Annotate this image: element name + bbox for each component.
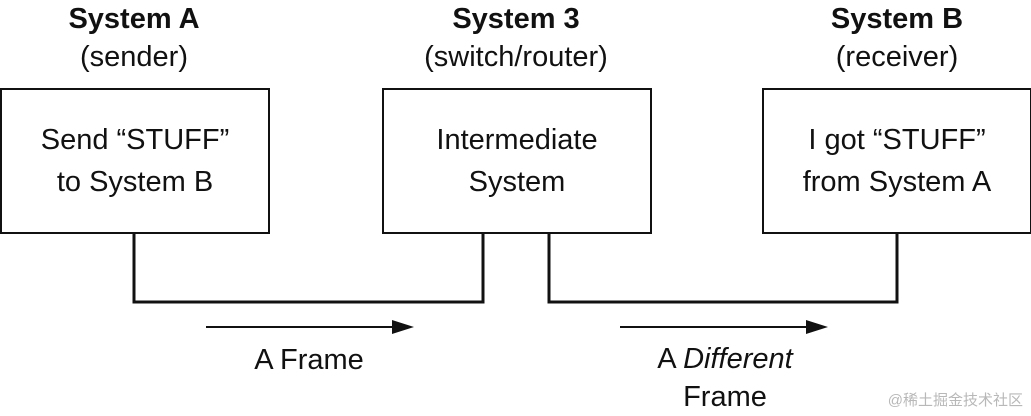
system-mid-title: System 3 <box>452 3 580 35</box>
link-a-to-mid <box>132 233 485 304</box>
system-a-title: System A <box>68 3 200 35</box>
arrow-a-frame <box>206 320 414 334</box>
watermark-text: @稀土掘金技术社区 <box>887 392 1023 409</box>
system-mid-text-line2: System <box>468 166 566 198</box>
different-frame-italic: Different <box>683 343 793 375</box>
arrow-different-frame <box>620 320 828 334</box>
system-a-text-line1: Send “STUFF” <box>40 124 230 156</box>
a-frame-label: A Frame <box>254 344 364 376</box>
system-b-text-line2: from System A <box>802 166 992 198</box>
system-b-title: System B <box>830 3 964 35</box>
different-frame-prefix: A <box>657 343 676 375</box>
system-b-role: (receiver) <box>835 41 959 73</box>
system-a-role: (sender) <box>80 41 188 73</box>
system-a-text-line2: to System B <box>56 166 214 198</box>
system-b-text-line1: I got “STUFF” <box>808 124 986 156</box>
system-mid-text-line1: Intermediate <box>436 124 598 156</box>
different-frame-label: A Different Frame <box>620 340 830 416</box>
different-frame-line2: Frame <box>683 381 767 413</box>
link-mid-to-b <box>547 233 899 304</box>
system-a-box: Send “STUFF” to System B <box>0 88 270 234</box>
system-mid-role: (switch/router) <box>424 41 608 73</box>
system-mid-box: Intermediate System <box>382 88 652 234</box>
system-b-box: I got “STUFF” from System A <box>762 88 1031 234</box>
